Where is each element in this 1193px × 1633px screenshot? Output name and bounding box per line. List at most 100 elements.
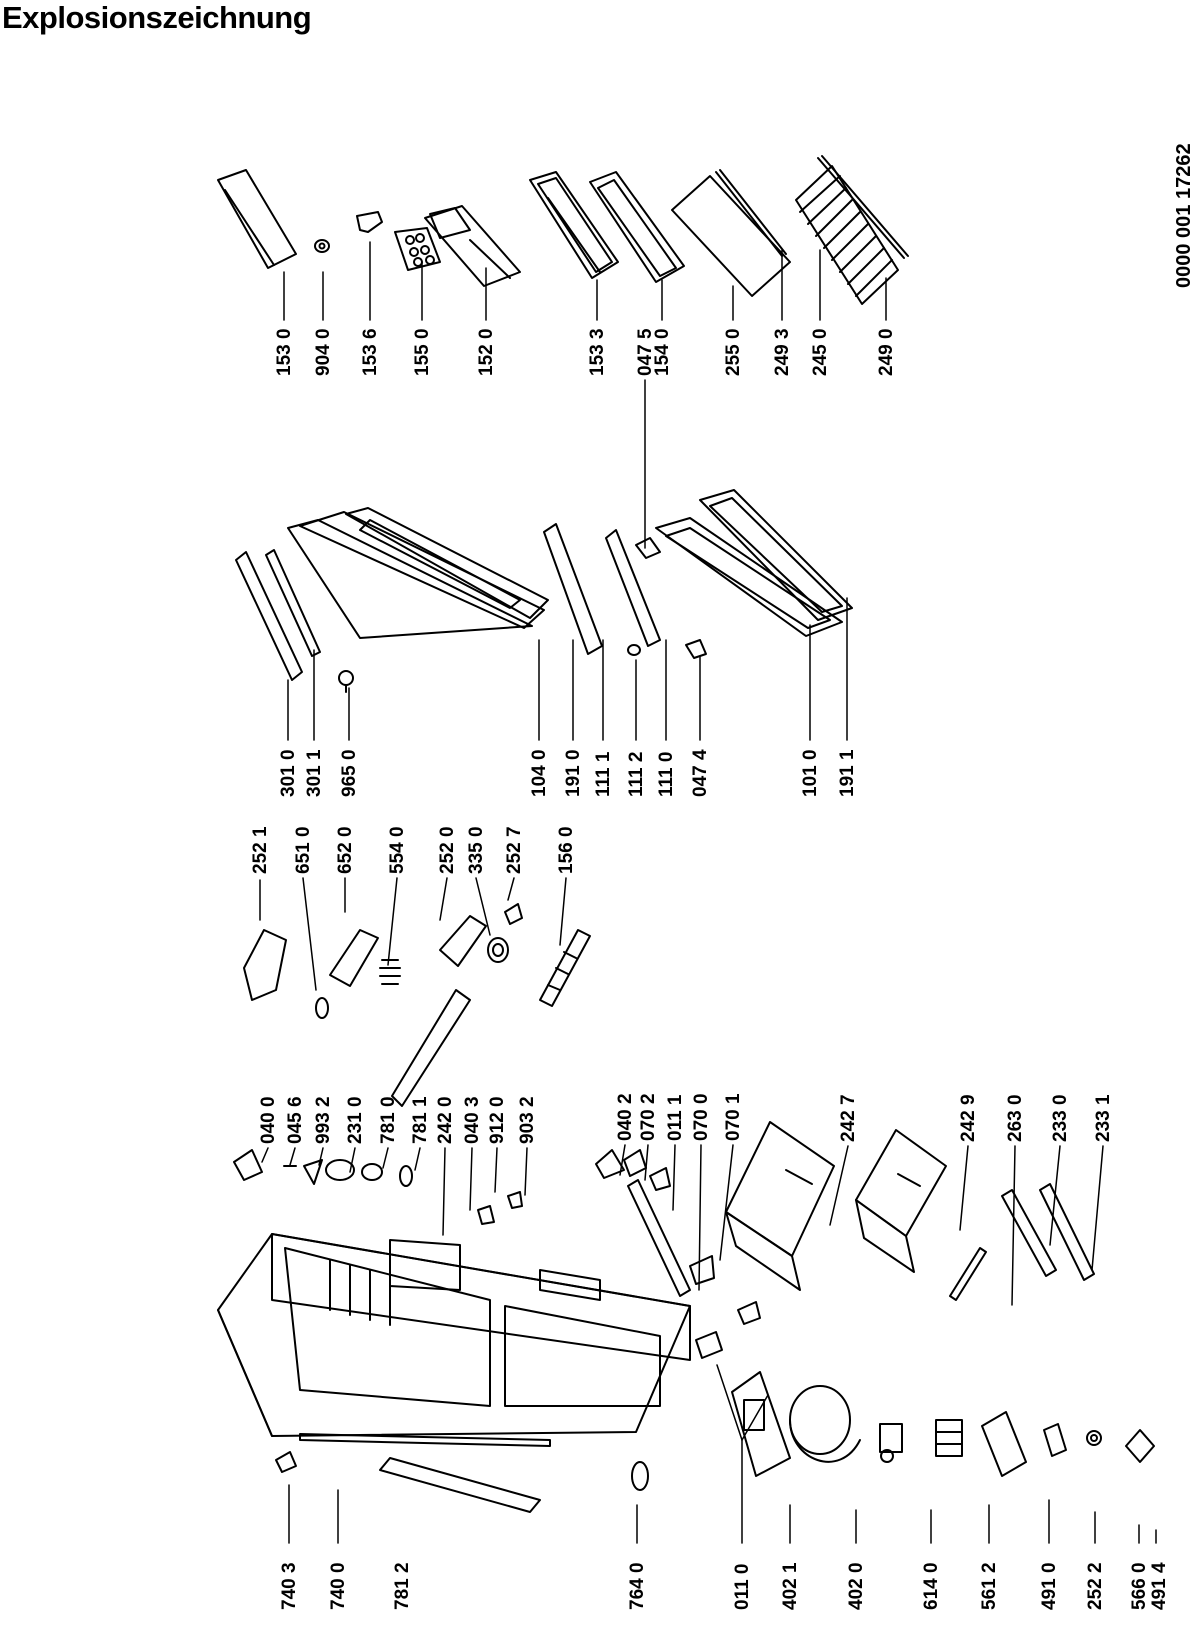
part-label: 652 0 [335,826,356,874]
part-label: 252 1 [250,826,271,874]
part-5660 [1086,1430,1102,1446]
cabinet-body [217,1233,691,1437]
part-label: 153 3 [587,328,608,376]
handle-3011 [265,549,321,657]
crisper-drawer-2427 [725,1121,835,1291]
part-label: 245 0 [810,328,831,376]
part-label: 402 0 [846,1562,867,1610]
grille-1560 [539,929,591,1007]
strip-2490 [817,155,909,259]
part-label: 231 0 [345,1096,366,1144]
part-4914 [1125,1429,1155,1463]
part-label: 011 0 [732,1563,753,1611]
part-label: 152 0 [476,328,497,376]
part-label: 249 3 [772,328,793,376]
starter-5612 [935,1419,963,1457]
hinge-cover-1112 [627,644,641,656]
part-label: 233 1 [1093,1094,1114,1142]
part-label: 255 0 [723,328,744,376]
part-label: 402 1 [780,1562,801,1610]
part-label: 045 6 [285,1096,306,1144]
hinge-parts [233,1149,715,1297]
part-label: 040 3 [462,1096,483,1144]
part-label: 154 0 [652,328,673,376]
strip-1111 [605,529,661,647]
gasket-1911 [699,489,853,621]
part-label: 101 0 [800,749,821,797]
freezer-door-1010 [655,517,843,637]
document-number: 0000 001 17262 [1173,143,1193,288]
part-label: 781 1 [410,1096,431,1144]
bracket-7812 [379,1457,541,1513]
part-label: 153 0 [274,328,295,376]
part-label: 903 2 [517,1096,538,1144]
gasket-1910 [543,523,603,655]
leader-lines [259,241,1157,1544]
lamp-6510 [315,997,329,1019]
part-label: 491 4 [1149,1562,1170,1610]
relay-6140 [879,1423,903,1463]
rail-2330 [1001,1189,1057,1277]
part-label: 104 0 [529,749,550,797]
part-label: 249 0 [876,328,897,376]
part-label: 040 2 [615,1093,636,1141]
part-label: 191 0 [563,749,584,797]
crisper-drawer-2429 [855,1129,947,1273]
door-shelf-1533 [529,171,619,279]
cover-4021 [731,1371,791,1477]
part-label: 993 2 [313,1096,334,1144]
egg-tray-1550 [394,227,441,271]
part-label: 965 0 [339,749,360,797]
part-label: 764 0 [627,1562,648,1610]
part-label: 070 2 [638,1093,659,1141]
bracket-4910 [981,1411,1027,1477]
strip-2493 [715,169,787,257]
part-label: 155 0 [412,328,433,376]
part-label: 111 0 [656,751,677,797]
door-shelf-1540 [589,171,685,283]
part-label: 252 0 [437,826,458,874]
compressor-plate-7400 [299,1433,551,1447]
part-label: 740 0 [328,1562,349,1610]
part-label: 070 1 [723,1093,744,1141]
hinge-0475 [635,537,661,559]
block-2522 [1043,1423,1067,1457]
part-label: 904 0 [313,328,334,376]
door-1040 [287,507,549,639]
part-label: 614 0 [921,1562,942,1610]
part-label: 156 0 [556,826,577,874]
spring-5540 [379,959,401,985]
knob-part-2527 [504,903,523,925]
part-label: 153 6 [360,328,381,376]
part-label: 301 0 [278,749,299,797]
part-label: 242 0 [435,1096,456,1144]
foot-7403 [275,1451,297,1473]
handle-3010 [235,551,303,681]
part-label: 561 2 [979,1562,1000,1610]
rail-2630 [949,1247,987,1301]
part-label: 242 7 [838,1094,859,1142]
part-label: 781 0 [378,1096,399,1144]
part-label: 912 0 [487,1096,508,1144]
part-label: 252 2 [1085,1562,1106,1610]
light-box-6520 [329,929,379,987]
part-label: 191 1 [837,749,858,797]
wire-shelf-2450 [795,165,899,305]
feet-group [695,1301,761,1359]
clip-1536 [356,211,383,233]
part-label: 554 0 [387,826,408,874]
part-label: 011 1 [665,1094,686,1142]
part-label: 047 4 [690,749,711,797]
cover-2520 [391,915,487,1107]
part-7640 [631,1461,649,1491]
part-label: 301 1 [304,749,325,797]
part-label: 740 3 [279,1562,300,1610]
cap-9040 [314,239,330,253]
knob-3350 [487,937,509,963]
part-label: 335 0 [466,826,487,874]
door-shelf-1520 [424,205,521,287]
part-label: 111 1 [593,751,614,797]
part-label: 242 9 [958,1094,979,1142]
thermostat-2521 [243,929,287,1001]
